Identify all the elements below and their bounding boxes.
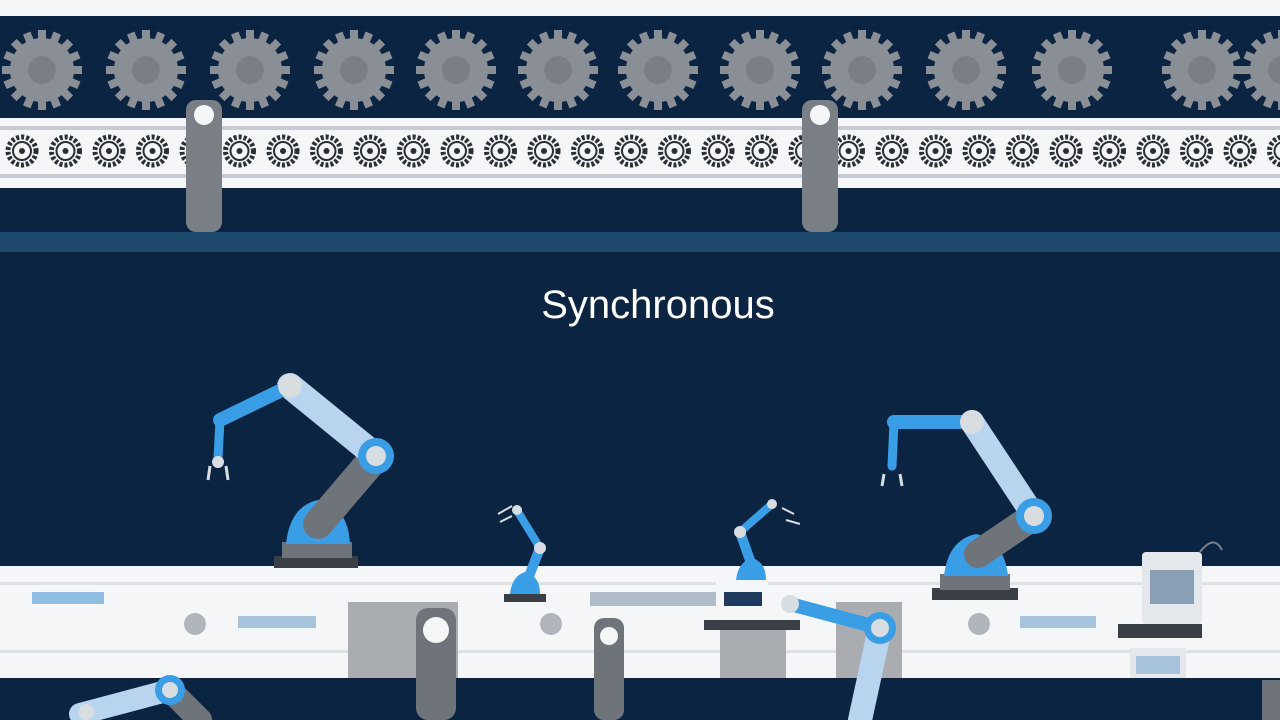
robot-arm-icon	[781, 595, 896, 720]
robot-arm-icon	[69, 675, 212, 720]
support-pillar-icon	[802, 100, 838, 232]
top-rail	[0, 0, 1280, 16]
robot-arm-icon	[206, 373, 394, 568]
control-terminal-icon	[1118, 541, 1223, 678]
support-pillar-icon	[416, 608, 456, 720]
robot-arm-icon	[704, 499, 801, 630]
divider-band	[0, 232, 1280, 252]
support-pillar-icon	[594, 618, 624, 720]
robot-arm-icon	[880, 410, 1052, 600]
caption: Synchronous	[541, 283, 774, 327]
support-pillar-icon	[186, 100, 222, 232]
robot-arm-icon	[497, 505, 546, 602]
